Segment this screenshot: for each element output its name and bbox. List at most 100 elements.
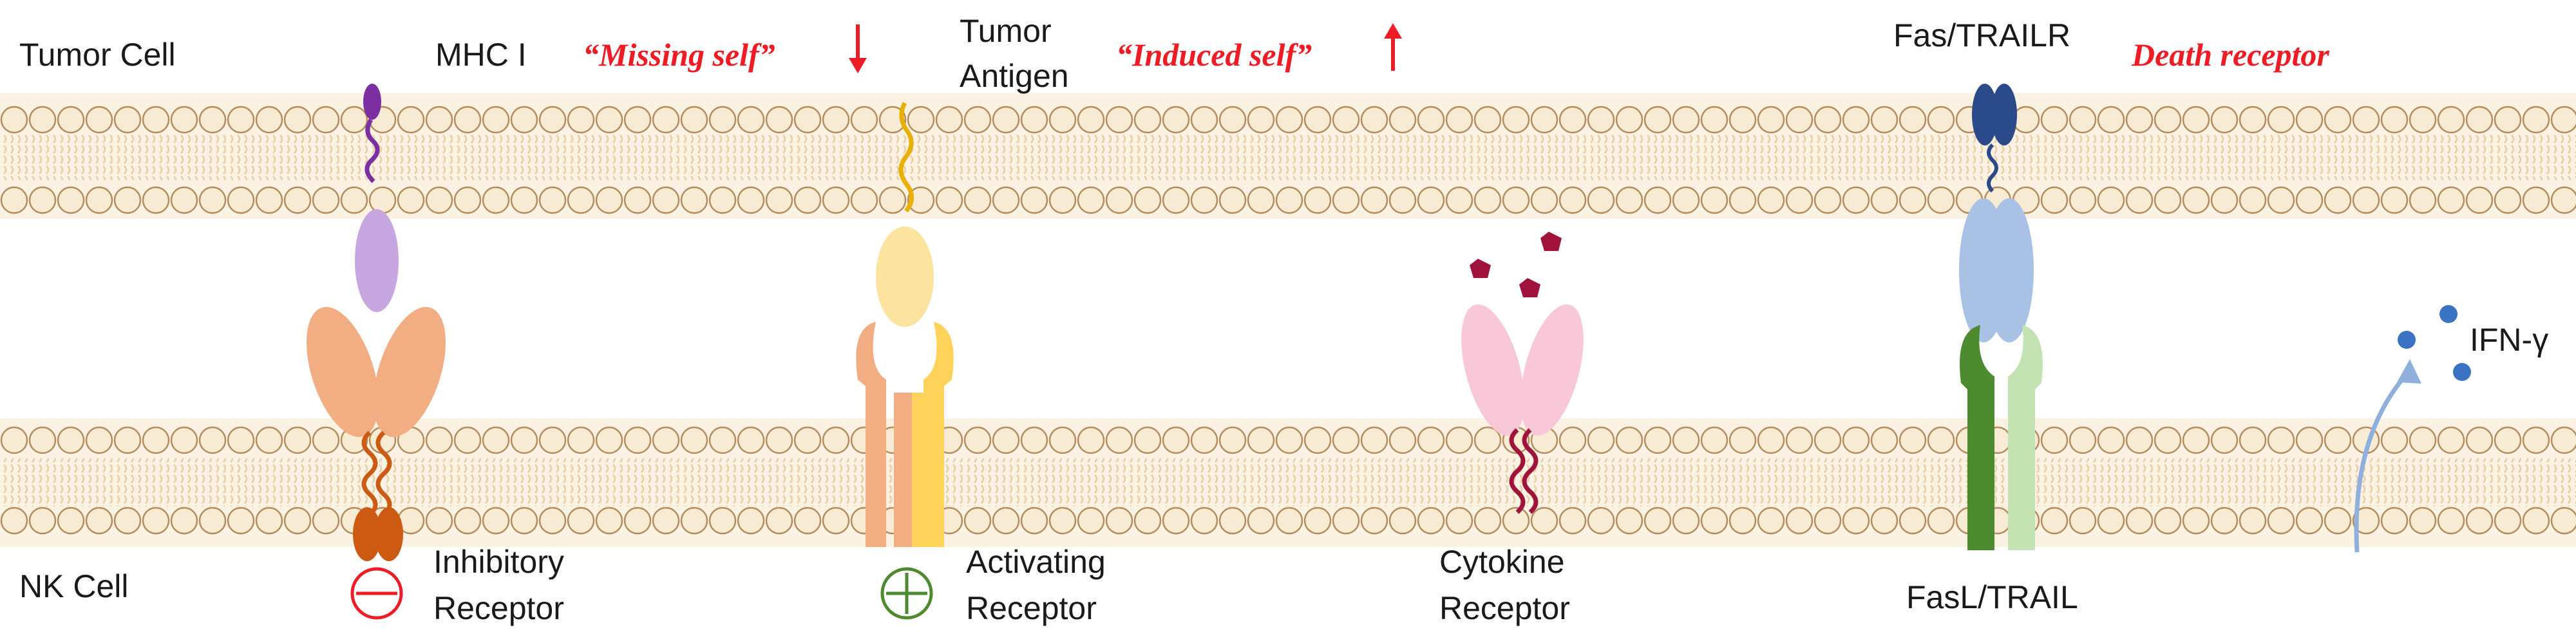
tumor-cell-membrane (0, 93, 2576, 219)
lipid-head (1077, 186, 1105, 214)
tumor-label: Tumor (960, 13, 1052, 49)
lipid-head (2239, 186, 2267, 214)
lipid-head (1445, 106, 1473, 134)
lipid-head (453, 186, 482, 214)
lipid-head (652, 426, 680, 454)
lipid-head (1388, 186, 1417, 214)
lipid-head (2069, 426, 2097, 454)
tumor-antigen (876, 102, 934, 327)
lipid-head (1728, 186, 1757, 214)
lipid-head (57, 506, 85, 535)
lipid-head (1643, 106, 1672, 134)
membrane-lipid-row (0, 426, 2576, 454)
lipid-head (680, 186, 708, 214)
lipid-head (1247, 186, 1275, 214)
activating-label: Activating (966, 544, 1106, 580)
lipid-head (1558, 186, 1587, 214)
lipid-head (652, 506, 680, 535)
lipid-head (1275, 186, 1303, 214)
lipid-head (1162, 426, 1190, 454)
ifn-gamma-label: IFN-γ (2470, 322, 2548, 358)
lipid-head (2409, 426, 2437, 454)
lipid-head (793, 106, 822, 134)
lipid-head (822, 106, 850, 134)
lipid-head (2380, 106, 2409, 134)
lipid-head (1587, 186, 1615, 214)
lipid-head (1757, 186, 1785, 214)
lipid-head (2097, 186, 2125, 214)
lipid-head (2550, 506, 2576, 535)
nk-cell-membrane (0, 418, 2576, 547)
lipid-head (28, 186, 57, 214)
lipid-head (1530, 506, 1558, 535)
lipid-head (2465, 506, 2494, 535)
lipid-head (57, 186, 85, 214)
lipid-head (283, 186, 312, 214)
lipid-head (312, 106, 340, 134)
lipid-head (1218, 106, 1247, 134)
membrane-lipid-row (0, 186, 2576, 214)
lipid-head (652, 106, 680, 134)
lipid-head (312, 186, 340, 214)
lipid-head (1048, 426, 1077, 454)
lipid-head (567, 426, 595, 454)
lipid-head (1502, 106, 1530, 134)
lipid-head (1785, 186, 1814, 214)
lipid-head (2352, 506, 2380, 535)
lipid-head (2550, 106, 2576, 134)
lipid-head (1700, 186, 1728, 214)
lipid-head (2267, 426, 2295, 454)
lipid-head (1870, 186, 1899, 214)
lipid-head (1842, 186, 1870, 214)
lipid-head (1558, 506, 1587, 535)
activating-receptor-label: Receptor (966, 590, 1097, 626)
lipid-head (170, 186, 198, 214)
lipid-head (907, 106, 935, 134)
lipid-head (1587, 506, 1615, 535)
lipid-head (2239, 506, 2267, 535)
lipid-head (1842, 106, 1870, 134)
lipid-head (2154, 186, 2182, 214)
lipid-head (425, 106, 453, 134)
lipid-head (482, 186, 510, 214)
lipid-head (2324, 506, 2352, 535)
lipid-head (2522, 106, 2550, 134)
lipid-head (2295, 426, 2324, 454)
lipid-head (142, 106, 170, 134)
up-arrow-icon (1384, 23, 1402, 71)
lipid-head (538, 426, 567, 454)
lipid-head (1218, 426, 1247, 454)
lipid-head (2154, 106, 2182, 134)
membrane-lipid-row (0, 506, 2576, 535)
lipid-head (2210, 186, 2239, 214)
lipid-head (1814, 506, 1842, 535)
lipid-head (510, 506, 538, 535)
lipid-head (1020, 106, 1048, 134)
lipid-head (1473, 106, 1502, 134)
lipid-head (28, 426, 57, 454)
lipid-head (1870, 106, 1899, 134)
lipid-head (2352, 106, 2380, 134)
lipid-head (28, 506, 57, 535)
inhibitory-label: Inhibitory (433, 544, 564, 580)
cytokines (1470, 232, 1562, 297)
lipid-head (567, 506, 595, 535)
lipid-head (170, 426, 198, 454)
induced-self-label: “Induced self” (1116, 37, 1312, 73)
lipid-head (397, 106, 425, 134)
lipid-head (1417, 106, 1445, 134)
lipid-head (2097, 106, 2125, 134)
lipid-head (680, 426, 708, 454)
lipid-head (198, 106, 227, 134)
lipid-head (1275, 426, 1303, 454)
lipid-head (623, 106, 652, 134)
lipid-head (538, 186, 567, 214)
lipid-head (737, 426, 765, 454)
lipid-head (2267, 106, 2295, 134)
lipid-head (1247, 106, 1275, 134)
lipid-head (1530, 186, 1558, 214)
lipid-head (2324, 106, 2352, 134)
lipid-head (1077, 506, 1105, 535)
lipid-head (340, 106, 368, 134)
